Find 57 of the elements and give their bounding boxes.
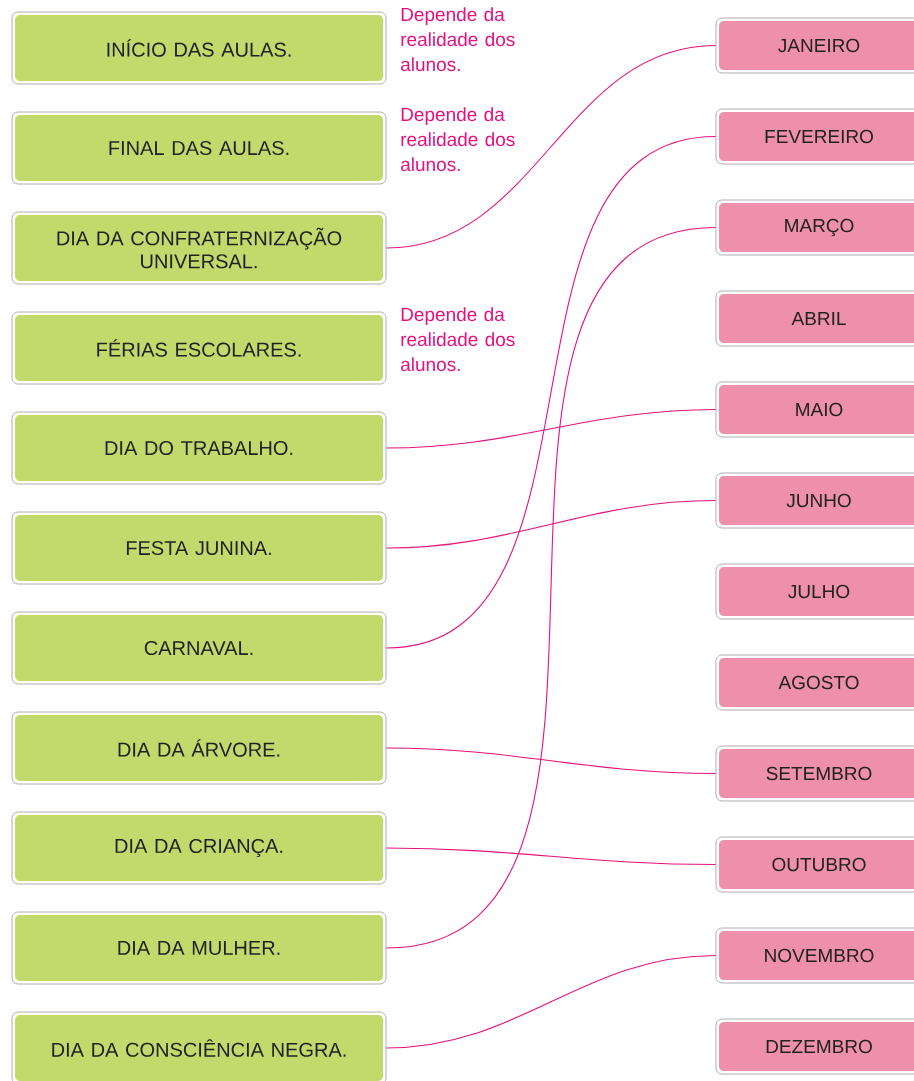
- month-box: [715, 199, 914, 256]
- event-box: [11, 311, 387, 385]
- connector-line: [385, 226, 717, 949]
- month-box: [715, 836, 914, 893]
- month-label: FEVEREIRO: [765, 129, 873, 144]
- month-label: AGOSTO: [778, 675, 859, 690]
- month-box: [715, 381, 914, 438]
- event-box: [11, 211, 387, 285]
- connector-line: [385, 135, 717, 649]
- note-text: Depende da realidade dos alunos.: [401, 7, 515, 72]
- event-label: DIA DA CONSCIÊNCIA NEGRA.: [52, 1039, 346, 1057]
- connector-line: [385, 847, 717, 866]
- event-box: [11, 611, 387, 685]
- event-label: FINAL DAS AULAS.: [109, 140, 289, 156]
- event-box: [11, 11, 387, 85]
- event-box: [11, 911, 387, 985]
- month-box: [715, 108, 914, 165]
- event-box: [11, 411, 387, 485]
- month-box: [715, 927, 914, 984]
- month-label: DEZEMBRO: [766, 1039, 872, 1054]
- month-box: [715, 654, 914, 711]
- event-label: FÉRIAS ESCOLARES.: [97, 339, 301, 357]
- note-text: Depende da realidade dos alunos.: [401, 307, 515, 372]
- month-label: NOVEMBRO: [765, 948, 874, 963]
- event-label: DIA DA ÁRVORE.: [118, 739, 280, 757]
- month-label: JANEIRO: [778, 38, 860, 53]
- month-label: MAIO: [796, 402, 843, 417]
- event-box: [11, 1011, 387, 1081]
- connector-line: [385, 499, 717, 549]
- event-box: [11, 811, 387, 885]
- month-label: MARÇO: [785, 218, 854, 237]
- month-label: ABRIL: [791, 312, 846, 326]
- month-label: SETEMBRO: [766, 766, 872, 781]
- connector-line: [385, 44, 717, 249]
- month-box: [715, 563, 914, 620]
- event-label: CARNAVAL.: [144, 640, 253, 656]
- event-label: DIA DO TRABALHO.: [105, 440, 293, 456]
- event-label: FESTA JUNINA.: [126, 540, 271, 556]
- event-label: INÍCIO DAS AULAS.: [107, 39, 291, 57]
- month-label: JULHO: [788, 584, 850, 599]
- month-box: [715, 745, 914, 802]
- connector-line: [385, 747, 717, 775]
- note-text: Depende da realidade dos alunos.: [401, 107, 515, 172]
- month-box: [715, 472, 914, 529]
- event-label: DIA DA CRIANÇA.: [115, 838, 283, 858]
- connector-line: [385, 408, 717, 449]
- event-label: DIA DA CONFRATERNIZAÇÃO UNIVERSAL.: [57, 227, 342, 269]
- month-box: [715, 1018, 914, 1075]
- event-label: DIA DA MULHER.: [118, 941, 280, 955]
- month-box: [715, 290, 914, 347]
- event-box: [11, 711, 387, 785]
- month-box: [715, 17, 914, 74]
- event-box: [11, 511, 387, 585]
- event-box: [11, 111, 387, 185]
- connector-line: [385, 954, 717, 1049]
- month-label: JUNHO: [786, 493, 851, 508]
- month-label: OUTUBRO: [772, 857, 866, 872]
